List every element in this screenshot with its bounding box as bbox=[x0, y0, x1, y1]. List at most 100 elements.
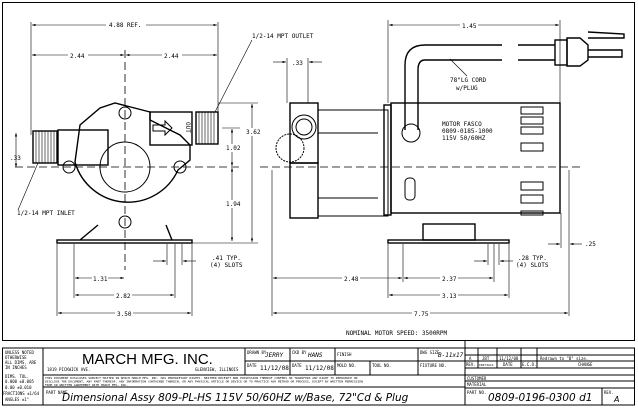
rev-label-text: REV. bbox=[604, 390, 614, 395]
dim-head-offset: .33 bbox=[292, 60, 303, 67]
company-address: 1819 PICKWICK AVE. bbox=[47, 367, 90, 372]
dwg-size: B-11x17 bbox=[438, 352, 464, 359]
base-legs bbox=[79, 224, 173, 241]
dim-outlet-height: 1.02 bbox=[226, 145, 241, 152]
rev-row-rev: A bbox=[469, 356, 472, 361]
power-cord bbox=[404, 44, 502, 130]
screw-icon bbox=[118, 215, 132, 229]
disclaimer-3-text: FROM OR WRITTEN AGREEMENT WITH MARCH MFG… bbox=[45, 383, 128, 387]
front-view: OUT 4.88 REF. 2.44 2.44 1/2-14 MPT OUTLE… bbox=[10, 20, 314, 318]
side-slot-count: (4) SLOTS bbox=[516, 262, 549, 269]
part-number: 0809-0196-0300 d1 bbox=[488, 392, 592, 404]
pump-housing bbox=[74, 102, 191, 203]
inlet-body bbox=[57, 129, 109, 166]
mold-label-text: MOLD NO. bbox=[337, 363, 356, 368]
2-text: ALL DIMS. ARE bbox=[5, 360, 37, 365]
checked-date-label-text: DATE bbox=[292, 363, 302, 368]
motor-label-3: 115V 50/60HZ bbox=[442, 135, 486, 142]
outlet-body bbox=[149, 111, 193, 146]
part-no-label-text: PART NO. bbox=[467, 390, 486, 395]
screw-icon bbox=[173, 160, 187, 174]
drawn-by: JERRY bbox=[264, 352, 283, 359]
revision-letter: A bbox=[613, 395, 619, 404]
drawn-date: 11/12/08 bbox=[260, 365, 289, 372]
impeller-chamber bbox=[99, 141, 151, 193]
rev-text: REV. bbox=[466, 362, 476, 367]
cord-label-2: w/PLUG bbox=[456, 85, 478, 92]
pump-head-top bbox=[289, 102, 319, 164]
flow-arrow-icon bbox=[152, 119, 173, 137]
motor-speed-note: NOMINAL MOTOR SPEED: 3500RPM bbox=[346, 330, 448, 337]
screw-icon bbox=[118, 106, 132, 120]
dim-base-half: 1.31 bbox=[93, 276, 108, 283]
part-name: Dimensional Assy 809-PL-HS 115V 50/60HZ … bbox=[62, 392, 409, 404]
title-block: UNLESS NOTED OTHERWISE ALL DIMS. ARE IN … bbox=[2, 340, 635, 406]
5-text: 0.000 ±0.005 bbox=[5, 379, 34, 384]
6-text: 0.00 ±0.010 bbox=[5, 385, 32, 390]
front-slot-count: (4) SLOTS bbox=[210, 262, 243, 269]
change-text: CHANGE bbox=[578, 362, 593, 367]
date-text: DATE bbox=[503, 362, 513, 367]
eco-text: E.C.O. bbox=[522, 362, 536, 367]
disclaimer-2-text: DISCLOSE THE DOCUMENT, ANY PART THEREOF,… bbox=[45, 380, 363, 384]
drawn-by-label-text: DRAWN BY bbox=[247, 350, 267, 355]
dim-base-width: 3.50 bbox=[117, 311, 132, 318]
dim-overall-width-ref: 4.88 REF. bbox=[109, 22, 142, 29]
dim-overall-height: 3.62 bbox=[246, 129, 261, 136]
checked-date: 11/12/08 bbox=[305, 365, 334, 372]
side-base-plate bbox=[387, 239, 510, 244]
rev-row-date: 11/12/08 bbox=[499, 356, 519, 361]
material-label-text: MATERIAL bbox=[467, 382, 487, 387]
3-text: IN INCHES bbox=[5, 365, 27, 370]
motor-label-1: MOTOR FASCO bbox=[442, 121, 482, 128]
0-text: UNLESS NOTED bbox=[5, 350, 34, 355]
motor-label-2: 0809-0185-1000 bbox=[442, 128, 493, 135]
checked-by: HANS bbox=[307, 352, 323, 359]
inlet-label: 1/2-14 MPT INLET bbox=[17, 210, 75, 217]
motor-body bbox=[390, 102, 561, 214]
tool-label-text: TOOL NO. bbox=[372, 363, 391, 368]
customer-label-text: CUSTOMER bbox=[467, 376, 487, 381]
drawn-date-label-text: DATE bbox=[247, 363, 257, 368]
dim-head-to-slot: 2.48 bbox=[344, 276, 359, 283]
dim-motor-width: 1.45 bbox=[462, 23, 477, 30]
plug-icon bbox=[554, 39, 568, 66]
base-plate bbox=[56, 239, 193, 244]
dim-overall-length: 7.75 bbox=[414, 311, 429, 318]
1-text: OTHERWISE bbox=[5, 355, 27, 360]
capacitor bbox=[422, 223, 476, 241]
flow-label: OUT bbox=[184, 122, 191, 133]
initials-text: INITIALS bbox=[479, 363, 494, 367]
part-name-label-text: PART NAME bbox=[46, 390, 68, 395]
dim-half-width-left: 2.44 bbox=[70, 53, 85, 60]
front-slot-width: .41 TYP. bbox=[212, 255, 241, 262]
dim-base-slot-span: 2.82 bbox=[116, 293, 131, 300]
checked-by-label-text: CKD BY bbox=[292, 350, 307, 355]
fixture-label-text: FIXTURE NO. bbox=[420, 363, 447, 368]
drawing-frame bbox=[2, 2, 635, 341]
4-text: DIMS. TOL. bbox=[5, 374, 29, 379]
adapter bbox=[317, 109, 389, 217]
side-slot-width: .28 TYP. bbox=[518, 255, 547, 262]
outlet-thread bbox=[195, 111, 219, 145]
company-city: GLENVIEW, ILLINOIS bbox=[195, 367, 239, 372]
8-text: ANGLES ±1° bbox=[5, 397, 29, 402]
company-name: MARCH MFG. INC. bbox=[82, 351, 213, 368]
side-view: 78"LG CORD w/PLUG MOTOR FASCO 0809-0185-… bbox=[260, 20, 625, 318]
disclaimer-1-text: THIS DOCUMENT DISCLOSES SUBJECT MATTER I… bbox=[45, 376, 358, 380]
screw-icon bbox=[62, 160, 76, 174]
finish-label-text: FINISH bbox=[337, 352, 352, 357]
dim-inlet-offset: .33 bbox=[10, 155, 21, 162]
outlet-label: 1/2-14 MPT OUTLET bbox=[252, 33, 314, 40]
dim-base-length: 3.13 bbox=[442, 293, 457, 300]
pump-head-bottom bbox=[289, 162, 319, 219]
cord-label-1: 78"LG CORD bbox=[450, 77, 487, 84]
dim-slot-span: 2.37 bbox=[442, 276, 457, 283]
dim-half-width-right: 2.44 bbox=[164, 53, 179, 60]
rev-row-initials: JBT bbox=[482, 356, 490, 361]
7-text: FRACTIONS ±1/64 bbox=[3, 391, 40, 396]
dim-center-height: 1.94 bbox=[226, 201, 241, 208]
dwg-size-label-text: DWG SIZE bbox=[420, 350, 440, 355]
rev-row-change: Redrawn to "B" size. bbox=[540, 356, 588, 361]
